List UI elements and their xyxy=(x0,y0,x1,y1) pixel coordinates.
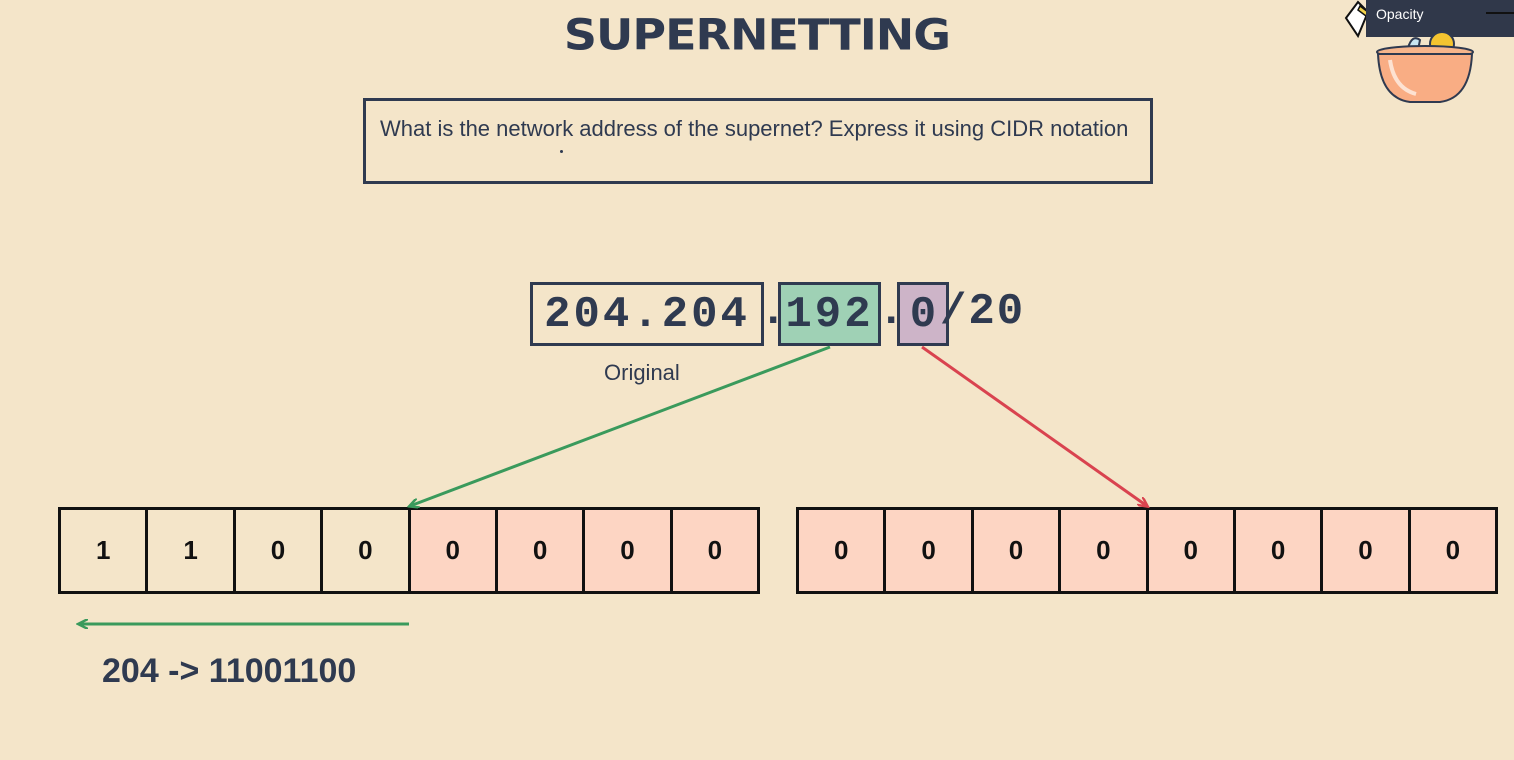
third-octet-bit-2: 1 xyxy=(148,510,236,591)
third-octet-bit-4: 0 xyxy=(323,510,411,591)
question-text: What is the network address of the super… xyxy=(380,116,1129,141)
fourth-octet-bit-3: 0 xyxy=(973,510,1062,591)
red-arrow-to-fourth-octet xyxy=(921,345,1147,506)
fourth-octet-bit-6: 0 xyxy=(1235,510,1324,591)
third-octet-bit-6: 0 xyxy=(497,510,586,591)
third-octet-bit-1: 1 xyxy=(61,510,149,591)
fourth-octet-bit-2: 0 xyxy=(886,510,974,591)
opacity-toolbar[interactable]: Opacity xyxy=(1366,0,1514,37)
original-label: Original xyxy=(604,360,680,385)
fourth-octet-bit-8: 0 xyxy=(1410,510,1495,591)
third-octet-bit-3: 0 xyxy=(235,510,324,591)
ip-third-octet[interactable]: 192 xyxy=(778,282,881,346)
question-box[interactable]: What is the network address of the super… xyxy=(363,98,1153,184)
fourth-octet-bit-5: 0 xyxy=(1148,510,1236,591)
third-octet-bit-7: 0 xyxy=(585,510,673,591)
opacity-label: Opacity xyxy=(1376,6,1424,22)
ip-first-octets[interactable]: 204.204 xyxy=(530,282,764,346)
ip-prefix: /20 xyxy=(940,287,1026,337)
conversion-label: 204 -> 11001100 xyxy=(102,652,357,690)
ip-fourth-octet[interactable]: 0 xyxy=(897,282,949,346)
fourth-octet-bit-1: 0 xyxy=(799,510,887,591)
bowl-icon xyxy=(1376,31,1474,103)
slide-title: SUPERNETTING xyxy=(563,10,951,60)
fourth-octet-bit-4: 0 xyxy=(1061,510,1149,591)
text-cursor-dot xyxy=(560,150,563,153)
opacity-slider[interactable] xyxy=(1486,12,1514,14)
third-octet-bit-5: 0 xyxy=(410,510,498,591)
third-octet-bit-8: 0 xyxy=(672,510,757,591)
fourth-octet-bit-7: 0 xyxy=(1323,510,1411,591)
